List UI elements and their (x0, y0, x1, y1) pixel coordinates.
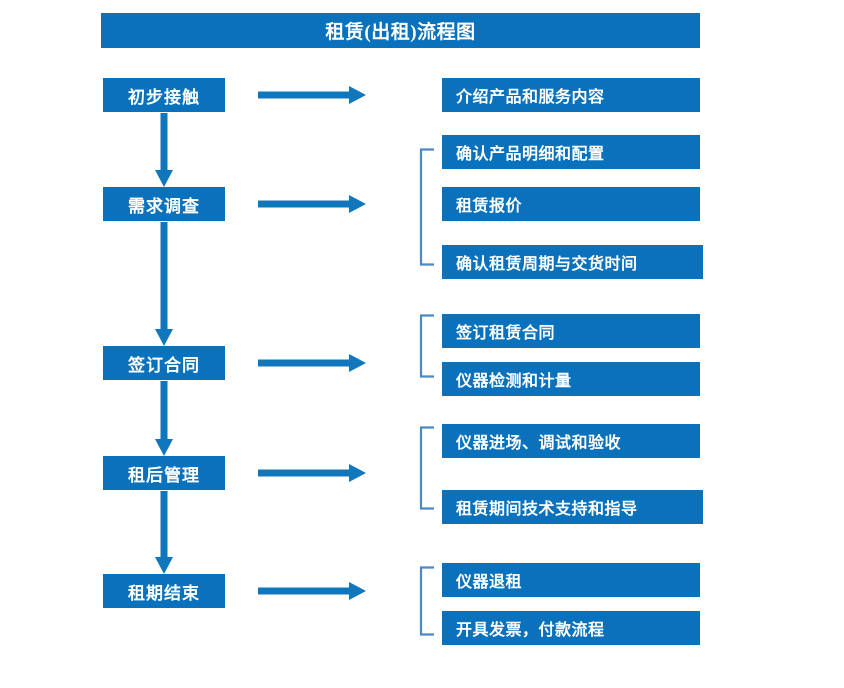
stage-box-3[interactable]: 签订合同 (103, 346, 225, 380)
left-brace-icon-1 (418, 148, 436, 266)
stage-box-1[interactable]: 初步接触 (103, 78, 225, 112)
detail-box-7[interactable]: 仪器进场、调试和验收 (442, 424, 700, 458)
arrow-right-icon-3 (258, 352, 366, 374)
arrow-down-icon-3 (153, 381, 175, 456)
detail-box-8[interactable]: 租赁期间技术支持和指导 (442, 490, 703, 524)
detail-box-5[interactable]: 签订租赁合同 (442, 314, 700, 348)
detail-box-1[interactable]: 介绍产品和服务内容 (442, 78, 700, 112)
detail-box-10[interactable]: 开具发票，付款流程 (442, 611, 700, 645)
stage-box-2[interactable]: 需求调查 (103, 187, 225, 221)
detail-box-4[interactable]: 确认租赁周期与交货时间 (442, 245, 703, 279)
left-brace-icon-2 (418, 314, 436, 378)
detail-box-6[interactable]: 仪器检测和计量 (442, 362, 700, 396)
stage-box-5[interactable]: 租期结束 (103, 574, 225, 608)
arrow-right-icon-4 (258, 462, 366, 484)
arrow-down-icon-4 (153, 491, 175, 574)
detail-box-2[interactable]: 确认产品明细和配置 (442, 135, 700, 169)
detail-box-9[interactable]: 仪器退租 (442, 563, 700, 597)
page-title: 租赁(出租)流程图 (101, 13, 700, 48)
arrow-down-icon-1 (153, 113, 175, 187)
arrow-right-icon-5 (258, 580, 366, 602)
arrow-down-icon-2 (153, 222, 175, 346)
arrow-right-icon-1 (258, 84, 366, 106)
arrow-right-icon-2 (258, 193, 366, 215)
left-brace-icon-3 (418, 426, 436, 510)
detail-box-3[interactable]: 租赁报价 (442, 187, 700, 221)
stage-box-4[interactable]: 租后管理 (103, 456, 225, 490)
left-brace-icon-4 (418, 566, 436, 636)
